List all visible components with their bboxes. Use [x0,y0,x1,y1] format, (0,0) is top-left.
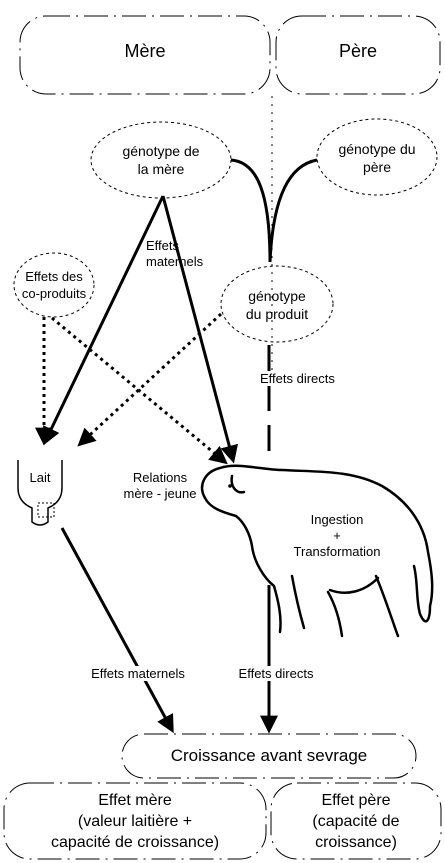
maternal-effects-bottom-label: Effets maternels [68,666,208,681]
maternal-effects-top-label: Effets maternels [146,238,246,270]
milk-label: Lait [18,470,62,485]
ingestion-label: Ingestion + Transformation [272,512,402,560]
father-effect-label: Effet père (capacité de croissance) [271,790,441,853]
genotype-father-label: génotype du père [317,140,437,176]
milk-to-growth-arrow [62,528,172,730]
direct-effects-top-label: Effets directs [258,371,380,386]
product-to-milk-arrow [80,314,221,444]
mother-to-milk-arrow [45,196,163,442]
father-header-label: Père [276,41,440,62]
mother-to-young-arrow [163,196,233,460]
genotype-mother-label: génotype de la mère [91,142,231,178]
growth-label: Croissance avant sevrage [122,746,416,766]
milk-teat-detail [38,503,54,517]
mother-effect-label: Effet mère (valeur laitière + capacité d… [4,790,266,853]
mother-young-relations-label: Relations mère - jeune [110,470,210,502]
father-to-product-curve [270,160,317,262]
genotype-product-label: génotype du produit [221,287,333,323]
direct-effects-bottom-label: Effets directs [226,666,326,681]
mother-header-label: Mère [20,41,270,62]
coproduct-effects-label: Effets des co-produits [14,268,94,302]
